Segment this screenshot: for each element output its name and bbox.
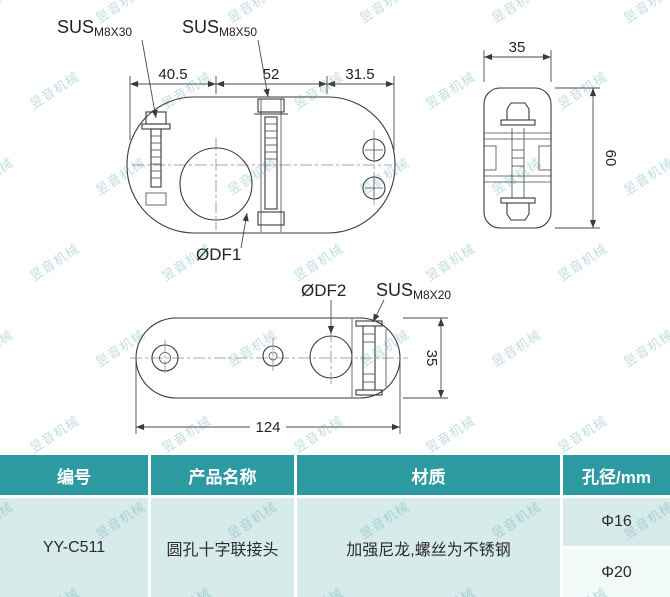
cell-diameter-20: Φ20 [563,549,670,597]
front-bolt-m8x30 [141,111,171,206]
front-cross-screws [362,138,386,200]
front-bolt-m8x50 [254,98,288,232]
spec-table: 编号 产品名称 材质 孔径/mm YY-C511 圆孔十字联接头 加强尼龙,螺丝… [0,455,670,597]
bottom-callouts: ØDF2 SUSM8X20 [301,280,451,334]
dim-60: 60 [602,150,619,167]
front-center-lines [132,130,392,230]
front-large-hole [179,147,253,221]
bottom-dimensions: 124 35 [135,317,448,436]
col-header-product-name: 产品名称 [151,455,294,495]
cell-diameter-16: Φ16 [563,498,670,546]
cell-material: 加强尼龙,螺丝为不锈钢 [297,498,560,597]
col-header-code: 编号 [0,455,148,495]
side-details [483,102,552,221]
dim-124: 124 [255,419,280,436]
dim-31-5: 31.5 [345,66,374,83]
front-dimensions: 40.5 52 31.5 [129,66,395,150]
dim-35-bottom: 35 [423,350,440,367]
col-header-material: 材质 [297,455,560,495]
bottom-view: ØDF2 SUSM8X20 124 35 [130,280,451,436]
bolt-label-m8x20: SUSM8X20 [376,280,451,302]
dim-40-5: 40.5 [158,66,187,83]
hole-label-df2: ØDF2 [301,281,346,300]
side-view: 35 60 [483,39,619,229]
cell-product-name: 圆孔十字联接头 [151,498,294,597]
bolt-label-m8x50: SUSM8X50 [182,17,257,39]
hole-label-df1: ØDF1 [196,245,241,264]
bolt-label-m8x30: SUSM8X30 [57,17,132,39]
front-callouts: SUSM8X30 SUSM8X50 ØDF1 [57,17,270,264]
col-header-hole-diameter: 孔径/mm [563,455,670,495]
drawing-views: 40.5 52 31.5 SUSM8X30 SUSM8X50 ØDF1 [57,17,619,436]
dim-52: 52 [263,66,280,83]
side-dimensions: 35 60 [483,39,619,229]
front-view: 40.5 52 31.5 SUSM8X30 SUSM8X50 ØDF1 [57,17,396,264]
bottom-holes [151,330,353,384]
cell-code: YY-C511 [0,498,148,597]
bottom-bolt-m8x20 [351,319,387,397]
dim-35-side: 35 [509,39,526,56]
front-body-outline [126,96,396,234]
